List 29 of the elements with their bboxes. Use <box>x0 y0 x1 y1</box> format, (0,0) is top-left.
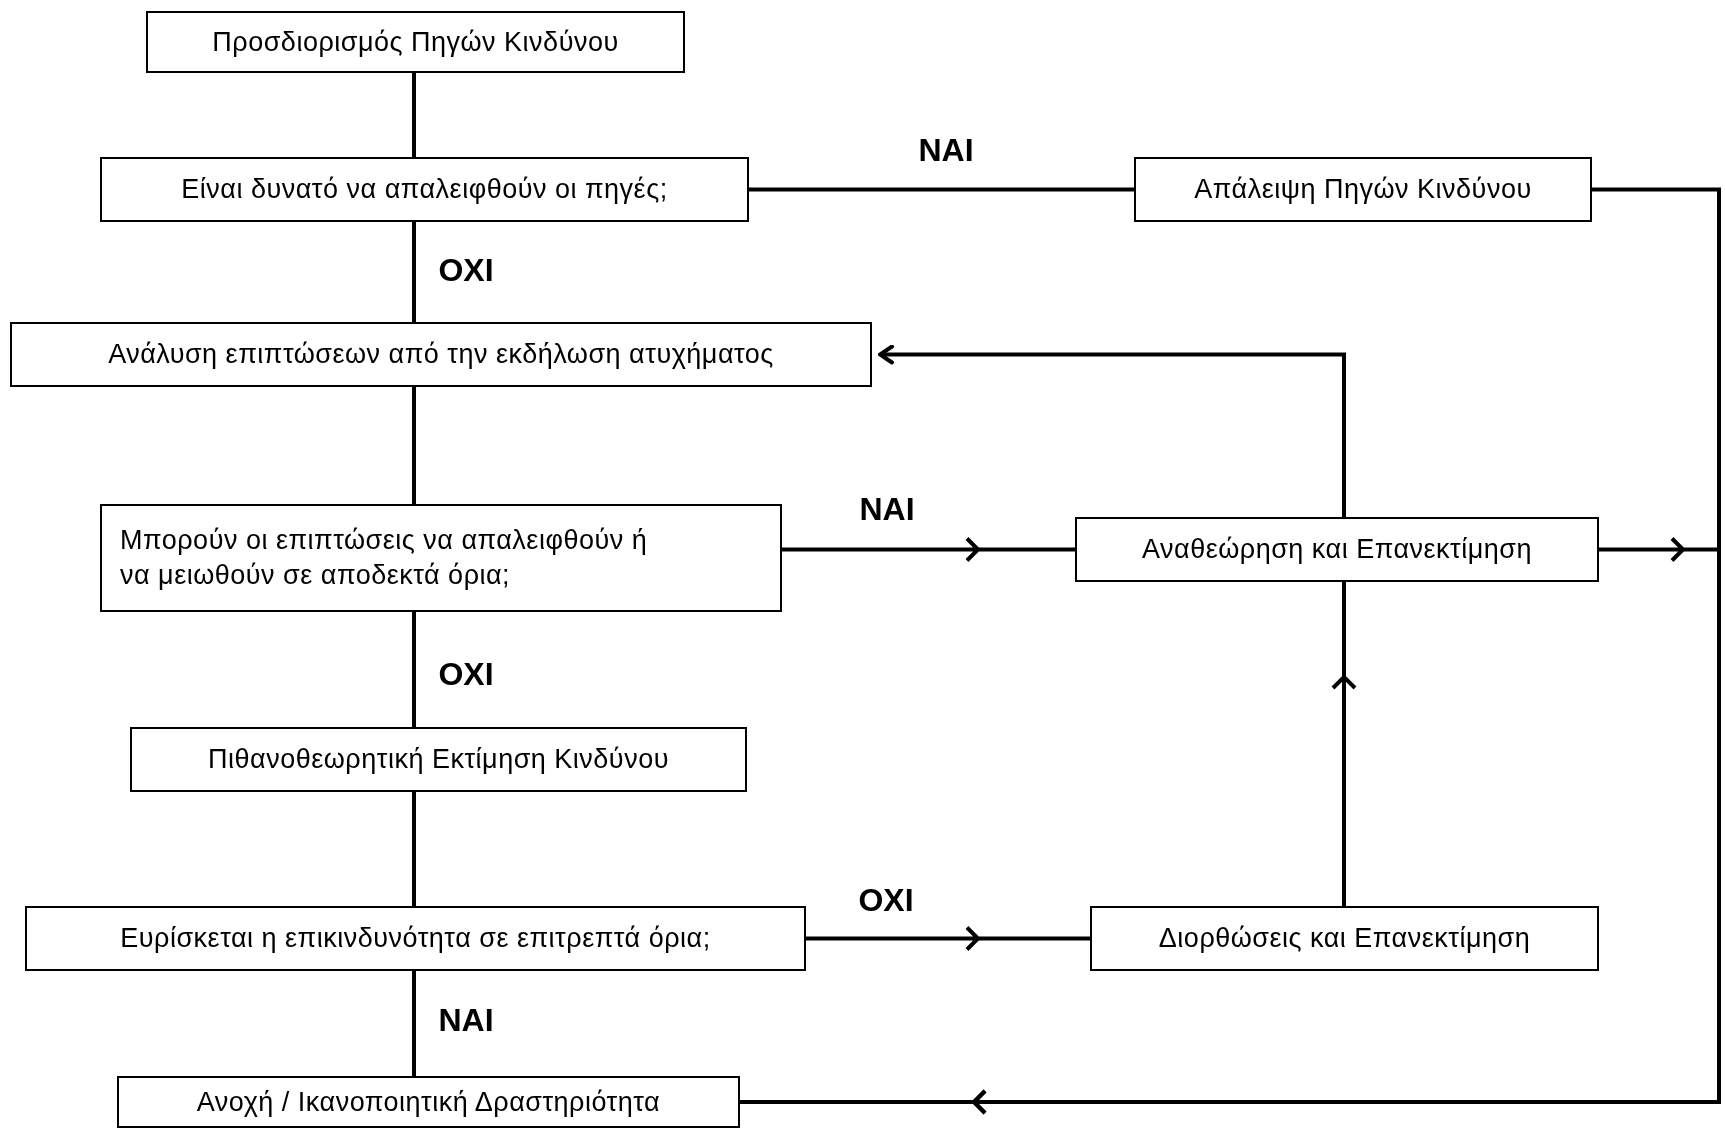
connector-line <box>412 222 416 322</box>
box-text: Είναι δυνατό να απαλειφθούν οι πηγές; <box>181 174 668 205</box>
process-box <box>130 727 747 792</box>
process-box <box>10 322 872 387</box>
process-box <box>1090 906 1599 971</box>
box-text: Πιθανοθεωρητική Εκτίμηση Κινδύνου <box>208 744 669 775</box>
connector-line <box>412 792 416 906</box>
process-box <box>146 11 685 73</box>
process-box <box>1075 517 1599 582</box>
connector-line <box>412 971 416 1076</box>
process-box <box>100 504 782 612</box>
connector-line <box>412 612 416 727</box>
process-box <box>117 1076 740 1128</box>
process-box <box>1134 157 1592 222</box>
box-text: Ευρίσκεται η επικινδυνότητα σε επιτρεπτά όρια; <box>120 923 711 954</box>
box-text: Ανάλυση επιπτώσεων από την εκδήλωση ατυχήματος <box>108 339 774 370</box>
process-box <box>100 157 749 222</box>
connector-line <box>1331 580 1357 908</box>
process-box <box>25 906 806 971</box>
connector-line <box>412 387 416 504</box>
box-text: Απάλειψη Πηγών Κινδύνου <box>1194 174 1532 205</box>
box-text: Ανοχή / Ικανοποιητική Δραστηριότητα <box>196 1086 661 1118</box>
box-text: Αναθεώρηση και Επανεκτίμηση <box>1142 534 1532 565</box>
connector-line <box>749 187 1134 192</box>
box-text: Μπορούν οι επιπτώσεις να απαλειφθούν ή να μειωθούν σε αποδεκτά όρια; <box>120 523 649 592</box>
box-text: Διορθώσεις και Επανεκτίμηση <box>1158 923 1531 954</box>
connector-line <box>878 344 1346 517</box>
connector-line <box>412 73 416 157</box>
box-text: Προσδιορισμός Πηγών Κινδύνου <box>212 26 619 58</box>
